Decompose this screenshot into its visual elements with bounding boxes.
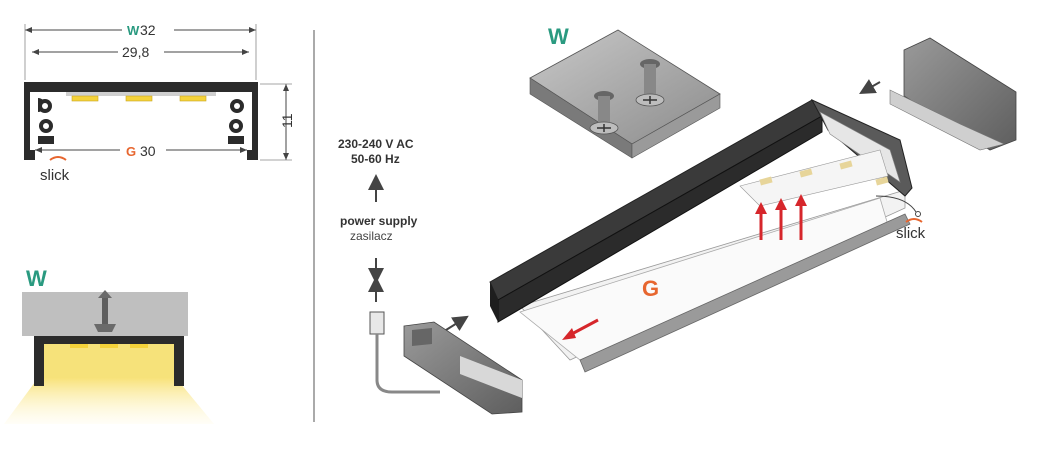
mounting-letter: W bbox=[26, 266, 47, 291]
screw-icon-2 bbox=[635, 59, 665, 107]
light-cone bbox=[4, 378, 214, 424]
wire-icon bbox=[875, 195, 917, 213]
end-cap-right bbox=[859, 37, 1017, 151]
end-cap-left bbox=[403, 315, 523, 415]
power-supply-label: power supply bbox=[340, 214, 418, 228]
arrow-icon bbox=[445, 315, 469, 332]
brand-text-right: slick bbox=[896, 225, 926, 242]
mounted-profile bbox=[34, 336, 184, 386]
plate-letter: W bbox=[548, 24, 569, 49]
arrow-icon-left bbox=[859, 79, 881, 94]
screw-icon bbox=[94, 290, 116, 332]
red-arrows bbox=[562, 194, 807, 340]
brand-text: slick bbox=[40, 167, 70, 184]
width-value: 32 bbox=[140, 22, 156, 38]
power-supply-label-pl: zasilacz bbox=[350, 229, 393, 243]
diffuser-cover bbox=[519, 197, 891, 361]
base-letter: G bbox=[126, 144, 136, 159]
width-letter: W bbox=[127, 23, 140, 38]
power-cable bbox=[369, 311, 440, 394]
cross-section-drawing: W 32 29,8 bbox=[24, 22, 295, 184]
voltage-line1: 230-240 V AC bbox=[338, 137, 414, 151]
screw-icon bbox=[589, 91, 619, 135]
inner-width-value: 29,8 bbox=[122, 44, 149, 60]
base-value: 30 bbox=[140, 143, 156, 159]
connector-icon bbox=[369, 311, 385, 335]
power-supply-info: 230-240 V AC 50-60 Hz power supply zasil… bbox=[338, 137, 418, 302]
profile-cross-section bbox=[24, 82, 258, 160]
mounting-plate: W bbox=[529, 24, 721, 159]
height-value: 11 bbox=[279, 113, 295, 128]
voltage-line2: 50-60 Hz bbox=[351, 152, 400, 166]
cover-letter: G bbox=[642, 276, 659, 301]
profile-3d bbox=[489, 98, 913, 373]
mounting-detail: W bbox=[4, 266, 214, 424]
slick-logo-small: slick bbox=[40, 156, 70, 184]
slick-logo: slick bbox=[896, 218, 926, 242]
